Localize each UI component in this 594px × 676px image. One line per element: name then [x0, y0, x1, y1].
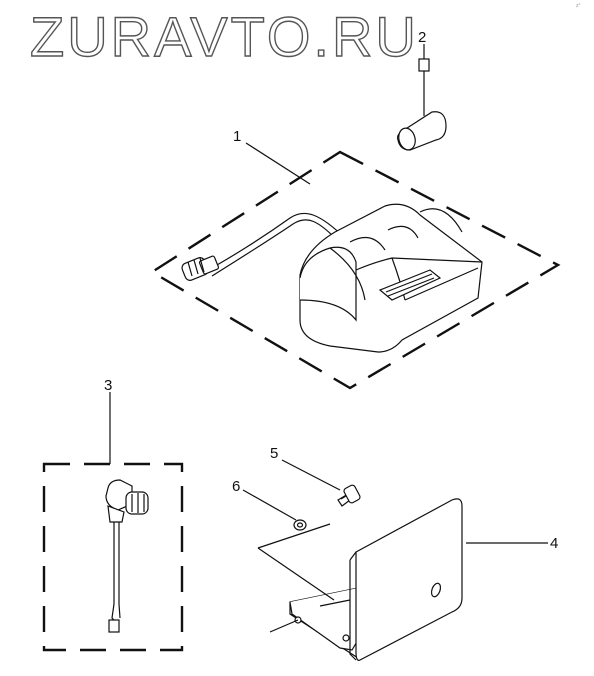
callout-5: 5 [270, 445, 278, 462]
part-6-washer [293, 519, 307, 531]
cradle-body [299, 203, 483, 353]
kit-outline-1 [149, 150, 561, 390]
part-1-cradle-assembly [149, 150, 561, 390]
callout-3: 3 [104, 377, 112, 394]
part-2-cylinder [397, 111, 447, 151]
callout-2: 2 [418, 29, 426, 46]
callout-6: 6 [232, 478, 240, 495]
part-5-screw [337, 484, 361, 507]
corner-mark: z° [576, 3, 581, 9]
callout-1: 1 [233, 128, 241, 145]
part-3-cable-kit [42, 462, 184, 652]
leader-2-tag [418, 58, 430, 72]
cable-connector [181, 255, 220, 281]
watermark-text: ZURAVTO.RU [30, 5, 419, 68]
part-4-bracket [257, 498, 463, 661]
leader-5 [281, 459, 341, 491]
callout-4: 4 [550, 535, 558, 552]
leader-1 [245, 142, 311, 185]
leader-6 [242, 489, 297, 521]
